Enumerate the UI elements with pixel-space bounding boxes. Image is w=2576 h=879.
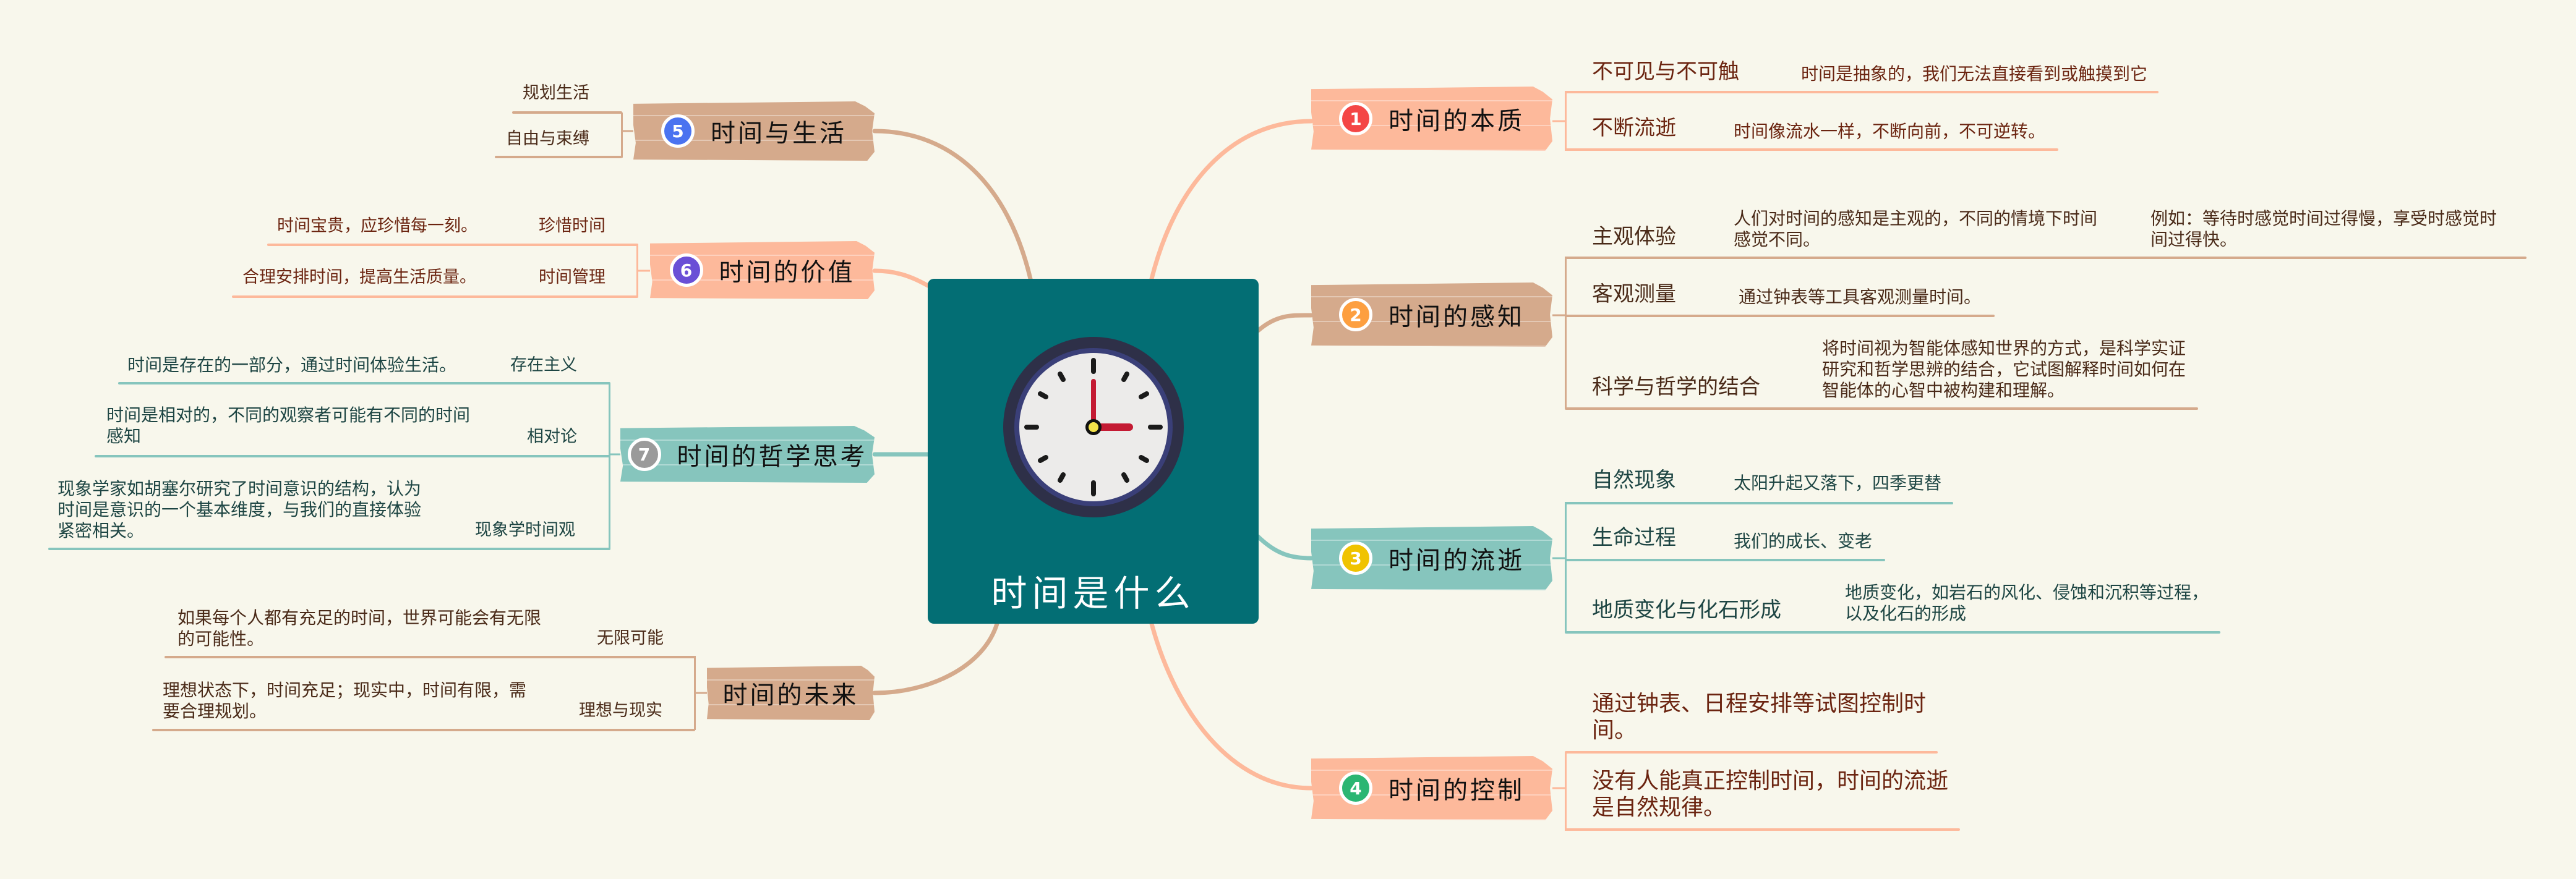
topic-desc[interactable]: 将时间视为智能体感知世界的方式，是科学实证研究和哲学思辨的结合，它试图解释时间如… bbox=[1822, 338, 2186, 401]
topic-desc[interactable]: 时间宝贵，应珍惜每一刻。 bbox=[277, 216, 477, 236]
underline bbox=[267, 244, 638, 246]
underline bbox=[1565, 148, 2058, 151]
branch-time-future[interactable]: 时间的未来 bbox=[707, 666, 875, 720]
topic-management[interactable]: 时间管理 bbox=[539, 268, 605, 287]
link-branch-3 bbox=[1256, 534, 1314, 561]
topic-desc[interactable]: 时间是存在的一部分，通过时间体验生活。 bbox=[127, 355, 457, 375]
link-branch-2 bbox=[1256, 313, 1314, 333]
branch-time-passage[interactable]: 3 时间的流逝 bbox=[1311, 526, 1552, 590]
underline bbox=[1565, 631, 2220, 634]
link-branch-5 bbox=[872, 129, 1033, 281]
topic-clock-control[interactable]: 通过钟表、日程安排等试图控制时间。 bbox=[1592, 691, 1927, 743]
branch-time-perception[interactable]: 2 时间的感知 bbox=[1311, 282, 1552, 347]
topic-science-philosophy[interactable]: 科学与哲学的结合 bbox=[1592, 375, 1760, 399]
underline bbox=[512, 111, 622, 114]
topic-desc[interactable]: 理想状态下，时间充足；现实中，时间有限，需要合理规划。 bbox=[163, 680, 527, 721]
bracket bbox=[694, 656, 696, 730]
number-badge-5: 5 bbox=[661, 114, 695, 148]
branch-title: 时间的本质 bbox=[1389, 107, 1525, 135]
topic-desc[interactable]: 太阳升起又落下，四季更替 bbox=[1734, 473, 1942, 493]
topic-desc[interactable]: 人们对时间的感知是主观的，不同的情境下时间感觉不同。 bbox=[1734, 208, 2098, 250]
topic-desc[interactable]: 地质变化，如岩石的风化、侵蚀和沉积等过程，以及化石的形成 bbox=[1845, 582, 2209, 624]
underline bbox=[118, 382, 610, 384]
branch-title: 时间的价值 bbox=[719, 258, 855, 287]
bracket bbox=[1565, 752, 1567, 831]
clock-icon bbox=[1003, 337, 1184, 517]
topic-freedom[interactable]: 自由与束缚 bbox=[506, 129, 589, 148]
link-branch-4 bbox=[1149, 621, 1314, 791]
number-badge-6: 6 bbox=[669, 253, 703, 287]
underline bbox=[165, 656, 695, 658]
topic-infinite-possibility[interactable]: 无限可能 bbox=[597, 629, 664, 648]
number-badge-7: 7 bbox=[627, 438, 661, 471]
topic-cherish[interactable]: 珍惜时间 bbox=[539, 216, 605, 236]
topic-geology[interactable]: 地质变化与化石形成 bbox=[1592, 598, 1781, 622]
underline bbox=[1565, 257, 2527, 259]
link-branch-1 bbox=[1149, 119, 1314, 281]
underline bbox=[1565, 407, 2198, 410]
branch-title: 时间的流逝 bbox=[1389, 546, 1525, 575]
underline bbox=[495, 156, 622, 158]
underline bbox=[1565, 315, 1995, 317]
bracket bbox=[1565, 91, 1567, 151]
link-branch-8 bbox=[872, 621, 999, 695]
topic-plan-life[interactable]: 规划生活 bbox=[523, 83, 589, 103]
number-badge-1: 1 bbox=[1339, 102, 1372, 135]
branch-title: 时间的哲学思考 bbox=[677, 443, 868, 471]
topic-invisible[interactable]: 不可见与不可触 bbox=[1592, 59, 1739, 84]
bracket bbox=[1565, 502, 1567, 632]
topic-objective[interactable]: 客观测量 bbox=[1592, 282, 1676, 307]
number-badge-2: 2 bbox=[1339, 298, 1372, 331]
link-branch-6 bbox=[872, 268, 930, 288]
branch-time-and-life[interactable]: 5 时间与生活 bbox=[633, 101, 875, 161]
topic-relativity[interactable]: 相对论 bbox=[527, 427, 577, 446]
underline bbox=[232, 295, 638, 298]
branch-time-essence[interactable]: 1 时间的本质 bbox=[1311, 87, 1552, 151]
topic-detail[interactable]: 例如：等待时感觉时间过得慢，享受时感觉时间过得快。 bbox=[2150, 208, 2497, 250]
topic-desc[interactable]: 如果每个人都有充足的时间，世界可能会有无限的可能性。 bbox=[178, 608, 542, 649]
central-topic[interactable]: 时间是什么 bbox=[928, 279, 1259, 624]
underline bbox=[1565, 502, 1953, 504]
central-topic-title: 时间是什么 bbox=[991, 572, 1196, 614]
underline bbox=[48, 548, 610, 550]
underline bbox=[152, 729, 695, 731]
branch-time-control[interactable]: 4 时间的控制 bbox=[1311, 756, 1552, 820]
number-badge-4: 4 bbox=[1339, 771, 1372, 805]
number-badge-3: 3 bbox=[1339, 541, 1372, 575]
topic-no-control[interactable]: 没有人能真正控制时间，时间的流逝是自然规律。 bbox=[1592, 768, 1949, 820]
underline bbox=[1565, 91, 2159, 93]
bracket bbox=[1565, 257, 1567, 409]
topic-desc[interactable]: 时间是相对的，不同的观察者可能有不同的时间感知 bbox=[106, 405, 471, 446]
underline bbox=[1565, 828, 1960, 831]
branch-time-philosophy[interactable]: 7 时间的哲学思考 bbox=[620, 426, 875, 483]
topic-desc[interactable]: 时间像流水一样，不断向前，不可逆转。 bbox=[1734, 121, 2046, 142]
topic-desc[interactable]: 合理安排时间，提高生活质量。 bbox=[242, 268, 476, 287]
topic-life[interactable]: 生命过程 bbox=[1592, 525, 1676, 550]
topic-subjective[interactable]: 主观体验 bbox=[1592, 224, 1676, 249]
underline bbox=[1565, 751, 1938, 754]
branch-title: 时间的控制 bbox=[1389, 776, 1525, 805]
topic-desc[interactable]: 通过钟表等工具客观测量时间。 bbox=[1739, 287, 1982, 307]
underline bbox=[95, 455, 610, 457]
topic-nature[interactable]: 自然现象 bbox=[1592, 468, 1676, 493]
branch-time-value[interactable]: 6 时间的价值 bbox=[650, 241, 875, 299]
bracket bbox=[609, 383, 610, 549]
branch-title: 时间的未来 bbox=[722, 681, 859, 710]
underline bbox=[1565, 559, 1885, 561]
topic-desc[interactable]: 我们的成长、变老 bbox=[1734, 531, 1873, 551]
topic-phenomenology[interactable]: 现象学时间观 bbox=[475, 520, 575, 540]
bracket bbox=[636, 244, 638, 297]
bracket bbox=[621, 113, 623, 158]
topic-desc[interactable]: 现象学家如胡塞尔研究了时间意识的结构，认为时间是意识的一个基本维度，与我们的直接… bbox=[58, 478, 422, 541]
topic-existentialism[interactable]: 存在主义 bbox=[510, 355, 577, 375]
branch-title: 时间的感知 bbox=[1389, 303, 1525, 331]
topic-desc[interactable]: 时间是抽象的，我们无法直接看到或触摸到它 bbox=[1801, 64, 2148, 84]
topic-ideal-reality[interactable]: 理想与现实 bbox=[579, 701, 662, 720]
topic-flowing[interactable]: 不断流逝 bbox=[1592, 116, 1676, 140]
branch-title: 时间与生活 bbox=[711, 119, 847, 148]
